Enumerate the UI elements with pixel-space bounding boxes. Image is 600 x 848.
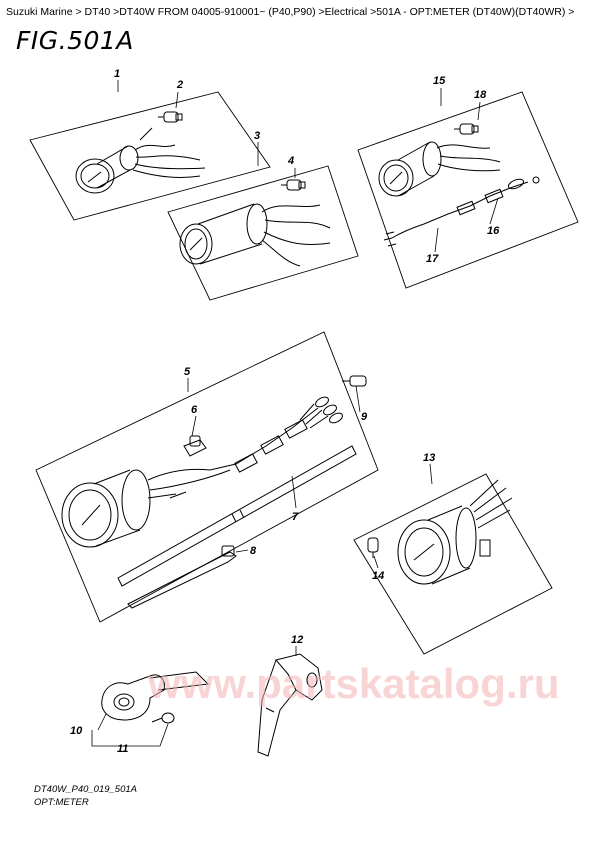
callout-2: 2 <box>176 79 183 91</box>
breadcrumb: Suzuki Marine > DT40 >DT40W FROM 04005-9… <box>6 6 575 18</box>
callout-6: 6 <box>191 404 198 416</box>
plug-part-9 <box>342 375 367 387</box>
meter-gauge-3 <box>179 203 331 267</box>
callout-8: 8 <box>250 545 257 557</box>
meter-gauge-1 <box>75 127 206 194</box>
panel-meter-15: 15 18 16 17 <box>357 75 579 289</box>
callout-9: 9 <box>361 411 368 423</box>
drawing-code: DT40W_P40_019_501A <box>34 784 137 795</box>
meter-gauge-15 <box>378 141 501 197</box>
bracket-part-10: 10 11 <box>70 671 210 755</box>
bulb-part-18 <box>454 123 479 135</box>
harness-part-16-17 <box>383 176 540 247</box>
callout-14: 14 <box>372 570 384 582</box>
meter-gauge-5 <box>61 468 231 548</box>
panel-meter-1: 1 2 <box>29 68 271 221</box>
callout-10: 10 <box>70 725 83 737</box>
callout-16: 16 <box>487 225 500 237</box>
callout-4: 4 <box>287 155 294 167</box>
tube-part-7 <box>117 445 357 587</box>
tie-part-8 <box>127 545 237 609</box>
callout-12: 12 <box>291 634 303 646</box>
meter-gauge-13 <box>397 479 513 585</box>
drawing-name: OPT:METER <box>34 797 89 808</box>
callout-11: 11 <box>117 743 128 755</box>
bulb-part-6 <box>183 435 207 457</box>
bracket-part-12: 12 <box>257 634 323 757</box>
callout-15: 15 <box>433 75 446 87</box>
callout-7: 7 <box>292 511 299 523</box>
callout-1: 1 <box>114 68 120 80</box>
callout-5: 5 <box>184 366 191 378</box>
figure-title: FIG.501A <box>16 26 134 55</box>
bulb-part-4 <box>281 179 306 191</box>
panel-meter-13: 13 14 <box>353 452 553 655</box>
callout-17: 17 <box>426 253 439 265</box>
watermark: www.partskatalog.ru <box>147 660 560 707</box>
callout-18: 18 <box>474 89 487 101</box>
harness-part-5 <box>209 396 343 473</box>
panel-meter-kit-5: 5 6 9 7 8 <box>35 331 379 623</box>
screw-part-11 <box>151 712 175 724</box>
panel-meter-3: 3 4 <box>167 130 359 301</box>
bulb-part-14 <box>367 537 379 558</box>
callout-3: 3 <box>254 130 260 142</box>
callout-13: 13 <box>423 452 435 464</box>
bulb-part-2 <box>158 111 183 123</box>
